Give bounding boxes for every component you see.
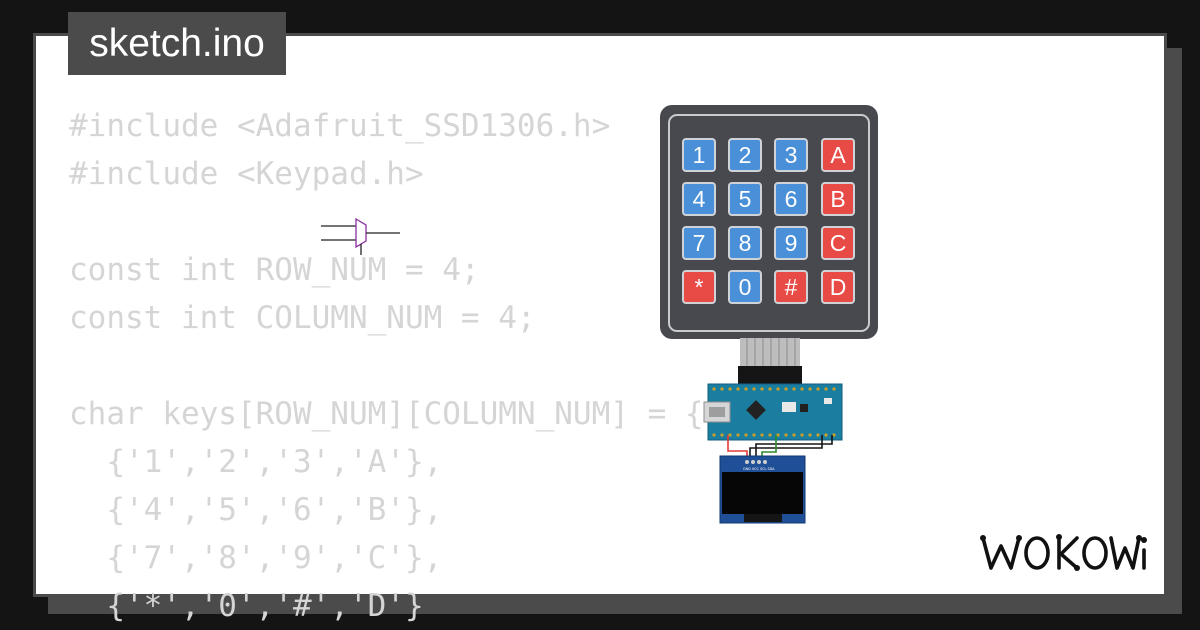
- key-5[interactable]: 5: [728, 182, 762, 216]
- oled-pin-labels: GND VCC SCL SDA: [743, 467, 775, 471]
- code-line: {'1','2','3','A'},: [69, 444, 443, 480]
- code-line: {'*','0','#','D'}: [69, 588, 424, 624]
- key-star[interactable]: *: [682, 270, 716, 304]
- key-c[interactable]: C: [821, 226, 855, 260]
- key-6[interactable]: 6: [774, 182, 808, 216]
- key-4[interactable]: 4: [682, 182, 716, 216]
- code-line: [69, 342, 704, 390]
- code-line: {'4','5','6','B'},: [69, 492, 443, 528]
- membrane-keypad: 1 2 3 A 4 5 6 B 7 8 9 C * 0 # D: [660, 105, 880, 341]
- key-2[interactable]: 2: [728, 138, 762, 172]
- code-line: const int ROW_NUM = 4;: [69, 252, 480, 288]
- code-line: {'7','8','9','C'},: [69, 540, 443, 576]
- code-line: char keys[ROW_NUM][COLUMN_NUM] = {: [69, 396, 704, 432]
- key-d[interactable]: D: [821, 270, 855, 304]
- key-7[interactable]: 7: [682, 226, 716, 260]
- key-b[interactable]: B: [821, 182, 855, 216]
- keypad-border: [668, 114, 870, 332]
- key-1[interactable]: 1: [682, 138, 716, 172]
- key-0[interactable]: 0: [728, 270, 762, 304]
- wokwi-logo: [980, 534, 1147, 571]
- keypad-ribbon-cable: [738, 338, 802, 386]
- key-9[interactable]: 9: [774, 226, 808, 260]
- key-3[interactable]: 3: [774, 138, 808, 172]
- preview-card: #include <Adafruit_SSD1306.h> #include <K…: [33, 33, 1167, 624]
- key-a[interactable]: A: [821, 138, 855, 172]
- code-line: const int COLUMN_NUM = 4;: [69, 300, 536, 336]
- oled-display: GND VCC SCL SDA: [719, 455, 806, 524]
- key-8[interactable]: 8: [728, 226, 762, 260]
- file-tab[interactable]: sketch.ino: [68, 12, 286, 75]
- key-hash[interactable]: #: [774, 270, 808, 304]
- code-line: #include <Adafruit_SSD1306.h>: [69, 108, 611, 144]
- logic-gate-symbol: [321, 217, 400, 255]
- code-line: #include <Keypad.h>: [69, 156, 424, 192]
- code-preview: #include <Adafruit_SSD1306.h> #include <K…: [69, 102, 704, 630]
- circuit-diagram: GND VCC SCL SDA: [703, 338, 843, 524]
- arduino-nano-board: [703, 383, 843, 441]
